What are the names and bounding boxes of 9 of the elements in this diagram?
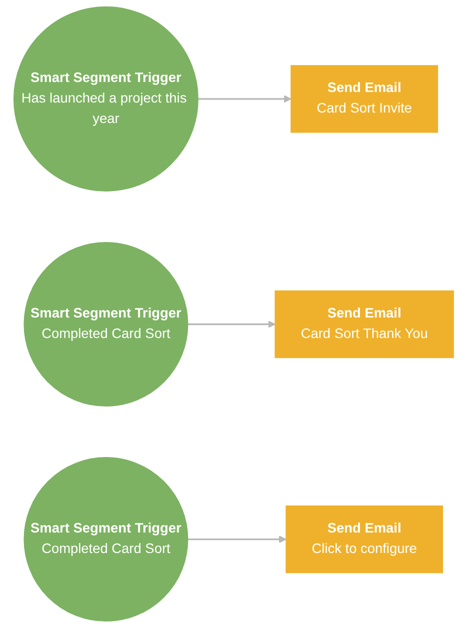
node-box: Send Email Card Sort Invite bbox=[290, 65, 438, 133]
arrow bbox=[188, 536, 287, 544]
node-circle: Smart Segment Trigger Completed Card Sort bbox=[24, 242, 189, 406]
node-circle: Smart Segment Trigger Completed Card Sort bbox=[24, 457, 189, 622]
arrow bbox=[188, 320, 276, 328]
node-box: Send Email Card Sort Thank You bbox=[275, 290, 454, 358]
node-circle: Smart Segment Trigger Has launched a project this year bbox=[14, 6, 199, 192]
node-box: Send Email Click to configure bbox=[286, 505, 444, 574]
arrow bbox=[198, 95, 292, 103]
